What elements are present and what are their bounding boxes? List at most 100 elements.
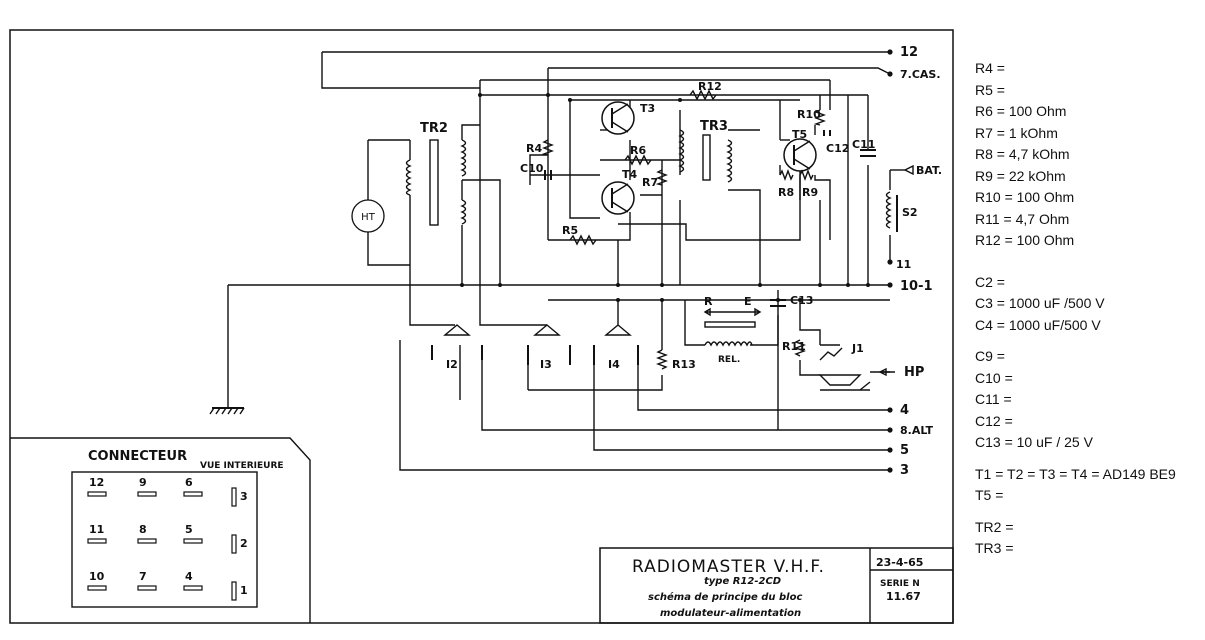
switch-i4: I4 <box>593 324 639 371</box>
value-item: R6 = 100 Ohm <box>975 103 1067 119</box>
desc1-text: schéma de principe du bloc <box>648 591 802 603</box>
i2-label: I2 <box>446 358 458 371</box>
title-text: RADIOMASTER V.H.F. <box>632 557 825 577</box>
transistor-t5: T5 <box>783 128 817 172</box>
pin-label: 7 <box>139 570 147 583</box>
pin-label: 9 <box>139 476 147 489</box>
r5-label: R5 <box>562 224 578 237</box>
relay: R E REL. <box>703 295 762 365</box>
value-item: T5 = <box>975 487 1004 503</box>
value-item: C12 = <box>975 412 1013 429</box>
value-item: R7 = 1 kOhm <box>975 124 1058 141</box>
connector-subtitle: VUE INTERIEURE <box>200 461 284 471</box>
value-item: C4 = 1000 uF/500 V <box>975 316 1101 333</box>
pin-label: 8 <box>139 523 147 536</box>
terminal-label: 11 <box>896 258 911 271</box>
value-item: C11 = <box>975 391 1012 407</box>
number-text: 11.67 <box>886 590 921 603</box>
pin-label: 3 <box>240 490 248 503</box>
relay-r-label: R <box>704 295 713 308</box>
pin-label: 2 <box>240 537 248 550</box>
value-item: R8 = 4,7 kOhm <box>975 146 1070 162</box>
r7-label: R7 <box>642 176 658 189</box>
switch-i3: I3 <box>479 285 571 371</box>
value-item: C2 = <box>975 273 1005 290</box>
relay-e-label: E <box>744 295 752 308</box>
ht-source <box>351 199 385 233</box>
tr3-label: TR3 <box>700 119 728 134</box>
pin-label: 6 <box>185 476 193 489</box>
pin-label: 5 <box>185 523 193 536</box>
pin-label: 12 <box>89 476 104 489</box>
s2-label: S2 <box>902 206 918 219</box>
value-item: C9 = <box>975 348 1005 364</box>
transistor-t3: T3 <box>601 101 655 135</box>
tr2-label: TR2 <box>420 121 448 136</box>
schematic-diagram: 12 7.CAS. 11 10-1 4 8.ALT 5 3 HT TR2 TR3… <box>9 29 954 624</box>
pin-label: 4 <box>185 570 193 583</box>
r9-label: R9 <box>802 186 818 199</box>
transformer-tr2: TR2 <box>405 121 467 226</box>
terminal-label: 7.CAS. <box>900 68 941 81</box>
terminal-label: 8.ALT <box>900 424 934 437</box>
terminal-label: 10-1 <box>900 279 933 294</box>
r11-label: R11 <box>782 340 806 353</box>
value-item: T1 = T2 = T3 = T4 = AD149 BE9 <box>975 465 1176 482</box>
i3-label: I3 <box>540 358 552 371</box>
title-block: RADIOMASTER V.H.F. type R12-2CD schéma d… <box>599 547 954 624</box>
pin-label: 1 <box>240 584 248 597</box>
t5-label: T5 <box>792 128 807 141</box>
terminal-label: 12 <box>900 45 918 60</box>
desc2-text: modulateur-alimentation <box>660 608 801 619</box>
terminal-label: 5 <box>900 443 909 458</box>
value-item: TR3 = <box>975 540 1014 556</box>
c11-label: C11 <box>852 138 875 151</box>
j1-label: J1 <box>851 342 864 355</box>
value-item: C10 = <box>975 369 1013 386</box>
t3-label: T3 <box>640 102 655 115</box>
c12-label: C12 <box>826 142 849 155</box>
resistors: R12 R10 R4 R6 R7 R5 R8 R9 R13 R11 <box>526 80 826 371</box>
value-item: C3 = 1000 uF /500 V <box>975 295 1105 311</box>
connector-pins: 12 9 6 3 11 8 5 2 10 7 4 1 <box>89 476 248 597</box>
connector-panel: CONNECTEUR VUE INTERIEURE 12 9 6 3 11 8 … <box>10 437 311 623</box>
r10-label: R10 <box>797 108 821 121</box>
transformer-tr3: TR3 <box>678 119 733 183</box>
pin-label: 11 <box>89 523 104 536</box>
rel-label: REL. <box>718 355 740 365</box>
switch-i2: I2 <box>431 324 483 371</box>
jack-j1: J1 HP <box>818 342 924 391</box>
c10-label: C10 <box>520 162 544 175</box>
value-item: R4 = <box>975 60 1005 76</box>
r6-label: R6 <box>630 144 646 157</box>
connector-title: CONNECTEUR <box>88 449 187 464</box>
coil-s2: S2 BAT. <box>885 164 942 232</box>
bat-label: BAT. <box>916 164 942 177</box>
t4-label: T4 <box>622 168 638 181</box>
value-item: R12 = 100 Ohm <box>975 232 1075 248</box>
value-item: TR2 = <box>975 518 1014 535</box>
terminal-label: 3 <box>900 463 909 478</box>
serie-text: SERIE N <box>880 579 920 589</box>
c13-label: C13 <box>790 294 813 307</box>
terminal-dots <box>460 49 893 473</box>
value-item: R9 = 22 kOhm <box>975 167 1066 184</box>
capacitors: C10 C11 C12 C13 <box>520 130 876 307</box>
terminal-label: 4 <box>900 403 909 418</box>
r4-label: R4 <box>526 142 542 155</box>
value-item: C13 = 10 uF / 25 V <box>975 434 1093 450</box>
type-text: type R12-2CD <box>704 576 781 587</box>
ht-label: HT <box>361 212 376 223</box>
hp-label: HP <box>904 365 924 380</box>
value-item: R5 = <box>975 81 1005 98</box>
value-item: R11 = 4,7 Ohm <box>975 210 1070 227</box>
i4-label: I4 <box>608 358 620 371</box>
value-item: R10 = 100 Ohm <box>975 189 1075 205</box>
date-text: 23-4-65 <box>876 556 923 569</box>
r12-label: R12 <box>698 80 722 93</box>
pin-label: 10 <box>89 570 105 583</box>
transistor-t4: T4 <box>601 168 638 215</box>
ground-symbol <box>209 407 245 415</box>
r13-label: R13 <box>672 358 696 371</box>
r8-label: R8 <box>778 186 794 199</box>
